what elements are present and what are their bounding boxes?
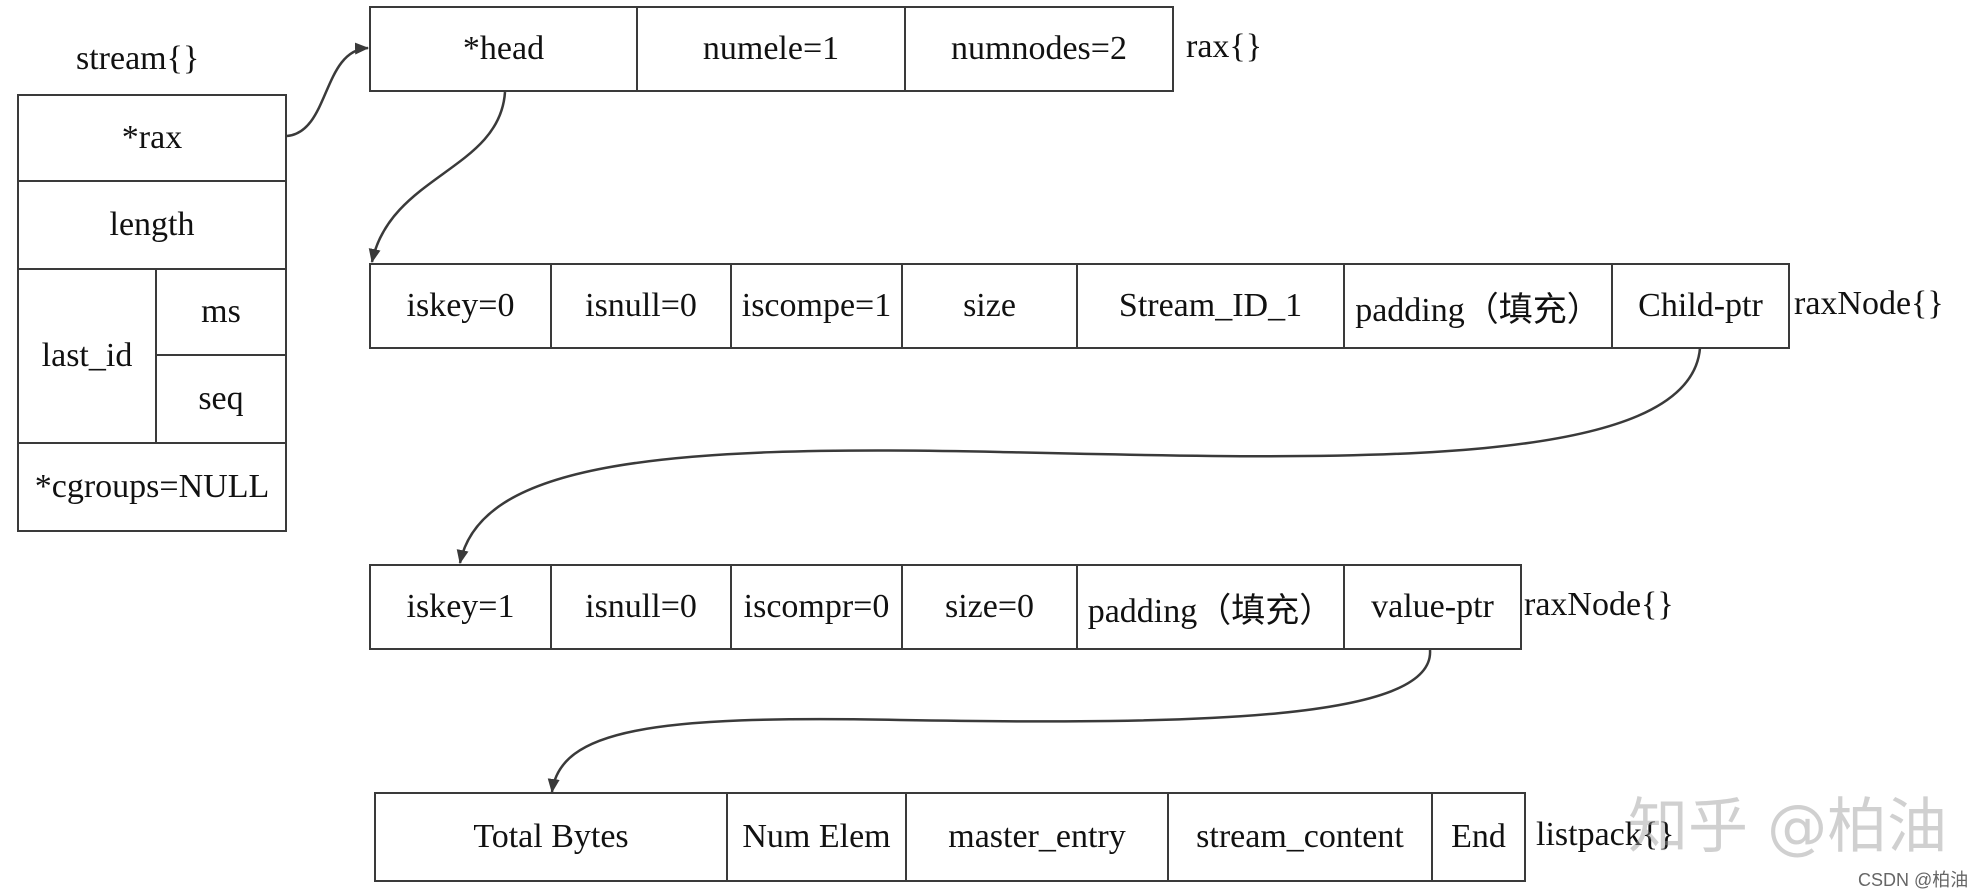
raxnode2-iscompr-field: iscompr=0 xyxy=(730,564,903,650)
raxnode1-size-field: size xyxy=(901,263,1078,349)
listpack-master-entry-field: master_entry xyxy=(905,792,1169,882)
rax-label: rax{} xyxy=(1186,28,1263,65)
rax-head-field: *head xyxy=(369,6,638,92)
zhihu-watermark: 知乎 @柏油 xyxy=(1628,792,1948,862)
raxnode2-iskey-field: iskey=1 xyxy=(369,564,552,650)
stream-last-id-seq-field: seq xyxy=(155,354,287,444)
listpack-stream-content-field: stream_content xyxy=(1167,792,1433,882)
raxnode2-padding-field: padding（填充） xyxy=(1076,564,1345,650)
arrow-valueptr-to-listpack xyxy=(547,649,1432,793)
stream-cgroups-field: *cgroups=NULL xyxy=(17,442,287,532)
raxnode1-stream-id-field: Stream_ID_1 xyxy=(1076,263,1345,349)
stream-last-id-ms-field: ms xyxy=(155,268,287,356)
raxnode1-child-ptr-field: Child-ptr xyxy=(1611,263,1790,349)
rax-numele-field: numele=1 xyxy=(636,6,906,92)
listpack-end-field: End xyxy=(1431,792,1526,882)
raxnode1-iskey-field: iskey=0 xyxy=(369,263,552,349)
raxnode1-padding-field: padding（填充） xyxy=(1343,263,1613,349)
arrow-childptr-to-raxnode-2 xyxy=(456,347,1702,564)
stream-last-id-field: last_id xyxy=(17,268,157,444)
stream-label: stream{} xyxy=(76,40,200,77)
raxnode1-isnull-field: isnull=0 xyxy=(550,263,732,349)
raxnode2-isnull-field: isnull=0 xyxy=(550,564,732,650)
raxnode1-label: raxNode{} xyxy=(1794,285,1944,322)
stream-length-field: length xyxy=(17,180,287,270)
rax-numnodes-field: numnodes=2 xyxy=(904,6,1174,92)
csdn-credit: CSDN @柏油 xyxy=(1858,870,1969,890)
listpack-label: listpack{} xyxy=(1536,816,1675,853)
listpack-total-bytes-field: Total Bytes xyxy=(374,792,728,882)
raxnode2-label: raxNode{} xyxy=(1524,586,1674,623)
arrow-head-to-raxnode-1 xyxy=(368,91,507,263)
raxnode2-size-field: size=0 xyxy=(901,564,1078,650)
arrow-rax-to-rax-struct xyxy=(286,42,369,138)
listpack-num-elem-field: Num Elem xyxy=(726,792,907,882)
stream-rax-field: *rax xyxy=(17,94,287,182)
raxnode2-value-ptr-field: value-ptr xyxy=(1343,564,1522,650)
raxnode1-iscompr-field: iscompe=1 xyxy=(730,263,903,349)
